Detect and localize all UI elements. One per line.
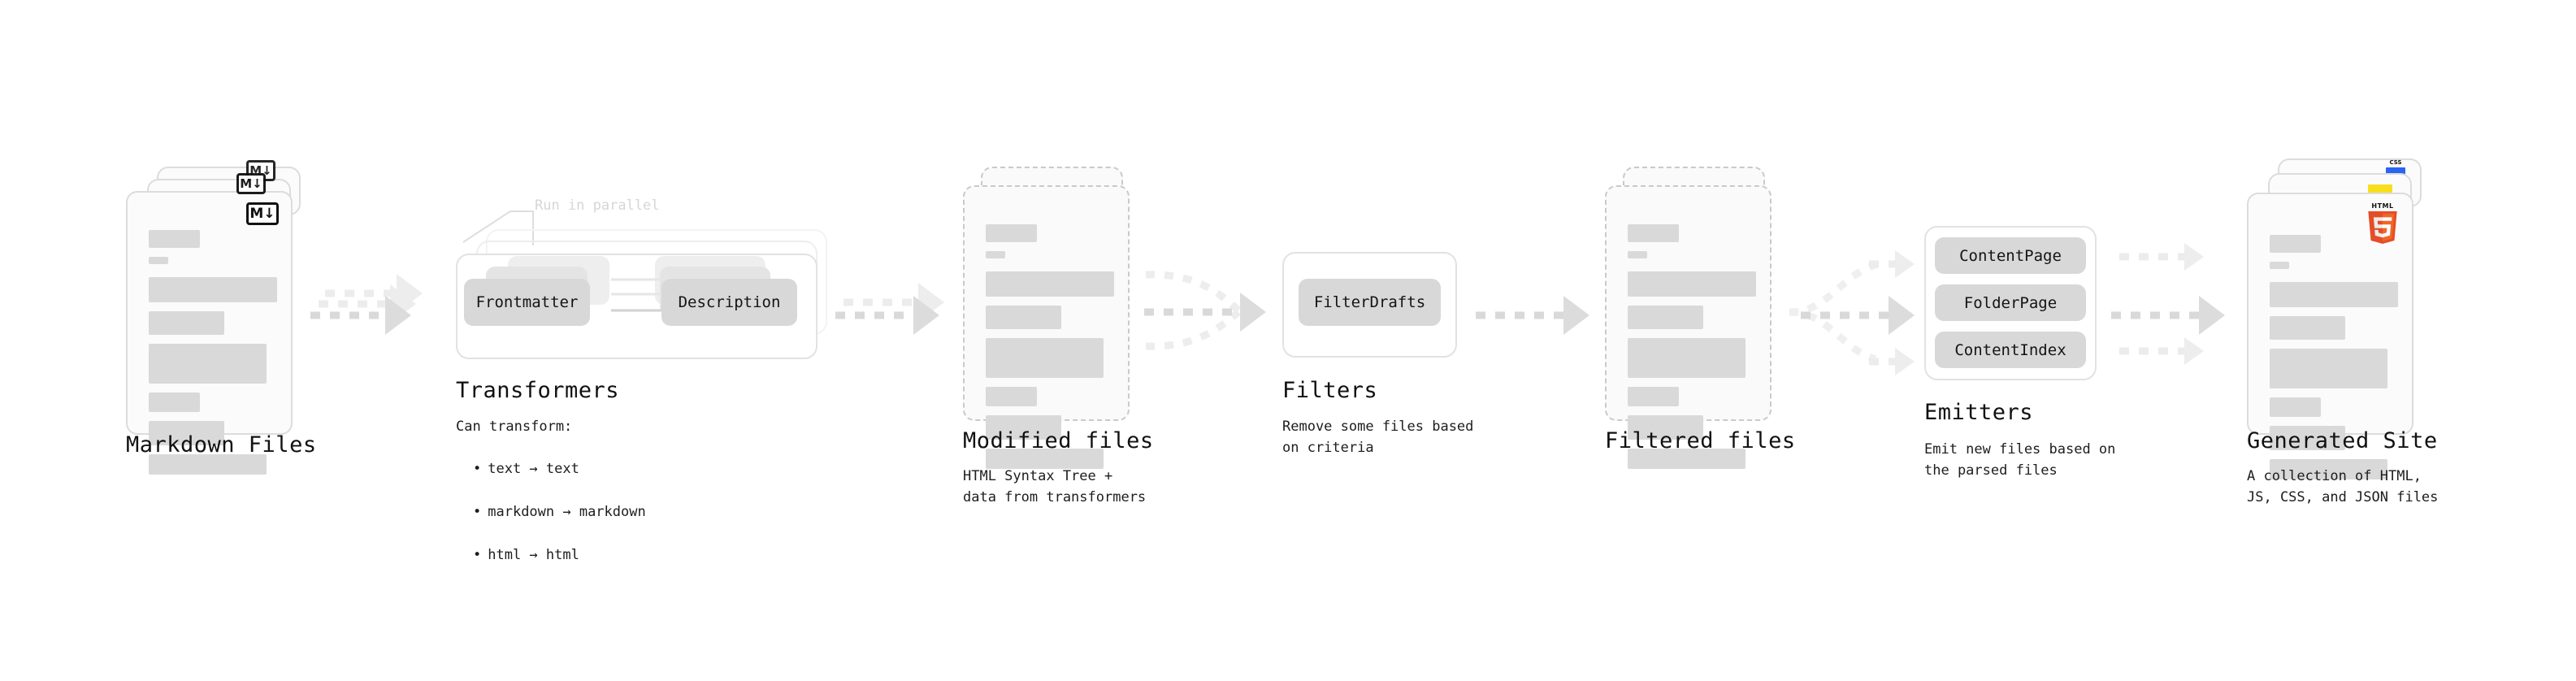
filtered-files-title: Filtered files xyxy=(1605,428,1796,453)
modified-text-lines xyxy=(986,224,1114,478)
markdown-files-stack: M↓ M↓ M↓ xyxy=(126,160,301,475)
markdown-icon-label: M↓ xyxy=(249,206,275,222)
html5-shield-icon xyxy=(2368,211,2397,244)
emitters-chip-contentpage[interactable]: ContentPage xyxy=(1935,237,2086,274)
modified-files-subtitle: HTML Syntax Tree + data from transformer… xyxy=(963,468,1147,506)
emitters-chip-folderpage-label: FolderPage xyxy=(1963,293,2058,312)
html5-icon: HTML xyxy=(2366,202,2399,249)
filtered-sheet-front xyxy=(1605,185,1772,469)
transformers-chip-description[interactable]: Description xyxy=(661,279,797,326)
site-sheet-front: HTML xyxy=(2247,193,2413,479)
emitters-chip-folderpage[interactable]: FolderPage xyxy=(1935,284,2086,321)
markdown-icon-mid-label: M↓ xyxy=(240,176,262,191)
html5-icon-wordmark: HTML xyxy=(2371,202,2394,210)
emitters-subtitle: Emit new files based on the parsed files xyxy=(1924,441,2116,479)
arrow-markdown-to-transformers xyxy=(310,296,416,335)
modified-files-stack xyxy=(963,167,1138,469)
transformers-chip-frontmatter-label: Frontmatter xyxy=(475,293,579,311)
markdown-text-lines xyxy=(149,230,277,484)
markdown-icon: M↓ xyxy=(246,202,279,225)
markdown-icon-mid: M↓ xyxy=(236,173,266,194)
markdown-files-title: Markdown Files xyxy=(126,432,317,458)
arrow-filters-to-filtered xyxy=(1476,296,1598,335)
site-text-lines xyxy=(2270,235,2398,488)
run-in-parallel-label: Run in parallel xyxy=(535,197,660,214)
filters-chip-filterdrafts[interactable]: FilterDrafts xyxy=(1299,279,1441,326)
transformers-bullet-2: html → html xyxy=(473,544,646,566)
filtered-files-stack xyxy=(1605,167,1780,469)
arrow-emitters-to-site-mid xyxy=(2111,296,2233,335)
filters-chip-filterdrafts-label: FilterDrafts xyxy=(1313,293,1426,311)
filters-subtitle: Remove some files based on criteria xyxy=(1282,419,1474,457)
transformers-bullet-list: text → text markdown → markdown html → h… xyxy=(460,437,646,587)
arrow-transformers-to-modified xyxy=(835,296,946,335)
emitters-chip-contentindex-label: ContentIndex xyxy=(1954,340,2066,359)
emitters-title: Emitters xyxy=(1924,400,2034,425)
transformers-bullet-1: markdown → markdown xyxy=(473,501,645,523)
arrow-modified-to-filters-curves xyxy=(1145,271,1242,350)
transformers-title: Transformers xyxy=(456,378,620,403)
css-icon-text: CSS xyxy=(2389,159,2402,166)
generated-site-subtitle: A collection of HTML, JS, CSS, and JSON … xyxy=(2247,468,2439,506)
arrow-emitters-to-site-bottom xyxy=(2119,335,2217,367)
filtered-text-lines xyxy=(1628,224,1756,478)
modified-files-title: Modified files xyxy=(963,428,1154,453)
arrow-emitters-to-site-top xyxy=(2119,241,2217,273)
markdown-sheet-front xyxy=(126,191,293,475)
arrow-filtered-to-emitters-mid xyxy=(1801,296,1923,335)
generated-site-title: Generated Site xyxy=(2247,428,2438,453)
arrow-filtered-to-emitters-top xyxy=(1869,248,1926,280)
transformers-chip-frontmatter[interactable]: Frontmatter xyxy=(464,279,590,326)
transformers-chip-description-label: Description xyxy=(678,293,781,311)
generated-site-stack: CSS HTML xyxy=(2247,158,2422,479)
arrow-filtered-to-emitters-bottom xyxy=(1869,345,1926,378)
transformers-bullet-0: text → text xyxy=(473,458,646,479)
emitters-chip-contentpage-label: ContentPage xyxy=(1959,246,2062,265)
arrow-modified-to-filters xyxy=(1144,293,1274,332)
css-icon xyxy=(2386,167,2405,176)
filters-title: Filters xyxy=(1282,378,1378,403)
transformers-subtitle-lead: Can transform: xyxy=(456,419,573,435)
emitters-chip-contentindex[interactable]: ContentIndex xyxy=(1935,332,2086,368)
modified-sheet-front xyxy=(963,185,1130,469)
run-in-parallel-leader xyxy=(462,210,534,245)
